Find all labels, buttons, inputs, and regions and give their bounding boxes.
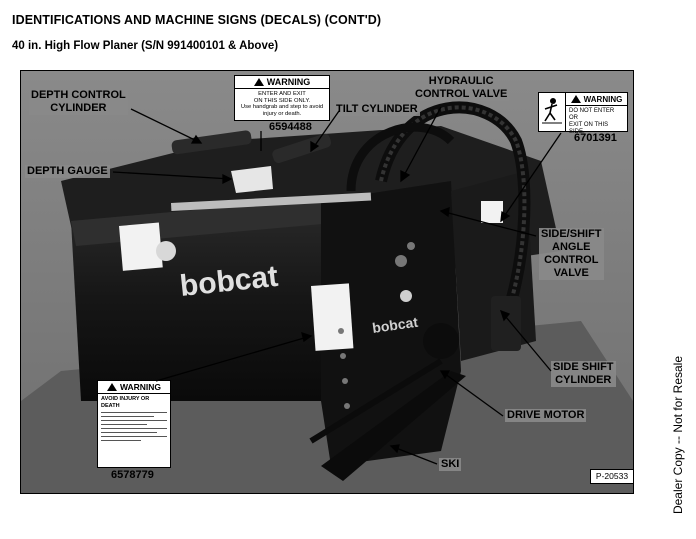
callout-ski: SKI (439, 458, 462, 471)
callout-line: DEPTH CONTROL (31, 89, 126, 101)
callout-side-shift-cylinder: SIDE SHIFT CYLINDER (551, 361, 616, 387)
callout-line: CONTROL (544, 254, 599, 266)
bobcat-logo-text-side: bobcat (371, 314, 419, 336)
callout-depth-control-cylinder: DEPTH CONTROL CYLINDER (29, 89, 128, 115)
callout-line: SIDE SHIFT (553, 361, 614, 373)
part-number-6594488: 6594488 (269, 121, 312, 133)
callout-depth-gauge: DEPTH GAUGE (25, 165, 110, 178)
callout-tilt-cylinder: TILT CYLINDER (334, 103, 420, 116)
decal-header: WARNING (583, 94, 623, 104)
warning-triangle-icon (253, 78, 264, 86)
warning-decal-6701391: WARNING DO NOT ENTER OR EXIT ON THIS SID… (538, 92, 628, 135)
callout-line: CONTROL VALVE (415, 88, 508, 100)
decal-line: Use handgrab and step to avoid (240, 104, 324, 110)
warning-decal-6594488: WARNING ENTER AND EXIT ON THIS SIDE ONLY… (234, 75, 330, 121)
callout-line: CYLINDER (50, 102, 107, 114)
decal-line: ENTER AND EXIT (258, 91, 306, 97)
page-heading: IDENTIFICATIONS AND MACHINE SIGNS (DECAL… (12, 13, 382, 27)
callout-line: VALVE (553, 267, 589, 279)
decal-header: WARNING (119, 382, 162, 392)
decal-line: EXIT ON THIS SIDE. (569, 122, 609, 135)
decal-line: ON THIS SIDE ONLY. (253, 97, 311, 104)
decal-line: injury or death. (262, 110, 302, 117)
dealer-copy-footer: Dealer Copy -- Not for Resale (668, 345, 688, 525)
warning-triangle-icon (106, 383, 117, 391)
part-number-6578779: 6578779 (111, 469, 154, 481)
callout-side-shift-angle-control-valve: SIDE/SHIFT ANGLE CONTROL VALVE (539, 228, 604, 280)
callout-drive-motor: DRIVE MOTOR (505, 409, 587, 422)
decal-line: AVOID INJURY OR DEATH (101, 396, 150, 409)
callout-line: SIDE/SHIFT (541, 228, 602, 240)
decal-line: DO NOT ENTER OR (569, 108, 615, 121)
warning-decal-6578779: WARNING AVOID INJURY OR DEATH (97, 380, 171, 468)
warning-triangle-icon (570, 95, 581, 103)
planer-photo: bobcat bobcat WARNING ENTER AND EXIT ON … (20, 70, 634, 494)
callout-line: HYDRAULIC (428, 75, 494, 87)
callout-line: CYLINDER (555, 374, 612, 386)
no-entry-pictogram-icon (539, 93, 566, 131)
callout-hydraulic-control-valve: HYDRAULIC CONTROL VALVE (413, 75, 510, 101)
decal-header: WARNING (266, 77, 311, 87)
callout-line: ANGLE (552, 241, 591, 253)
figure-reference: P-20533 (590, 469, 634, 484)
part-number-6701391: 6701391 (574, 132, 617, 144)
dealer-copy-text: Dealer Copy -- Not for Resale (671, 355, 685, 515)
section-subheading: 40 in. High Flow Planer (S/N 991400101 &… (12, 40, 279, 52)
